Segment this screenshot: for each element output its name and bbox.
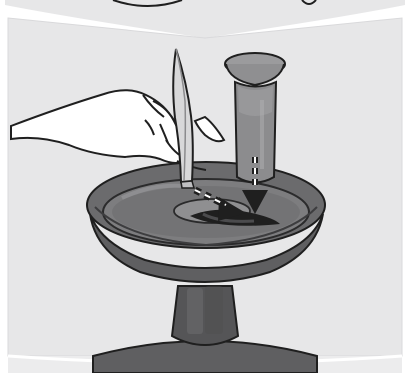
instruction-illustration [0,0,410,373]
